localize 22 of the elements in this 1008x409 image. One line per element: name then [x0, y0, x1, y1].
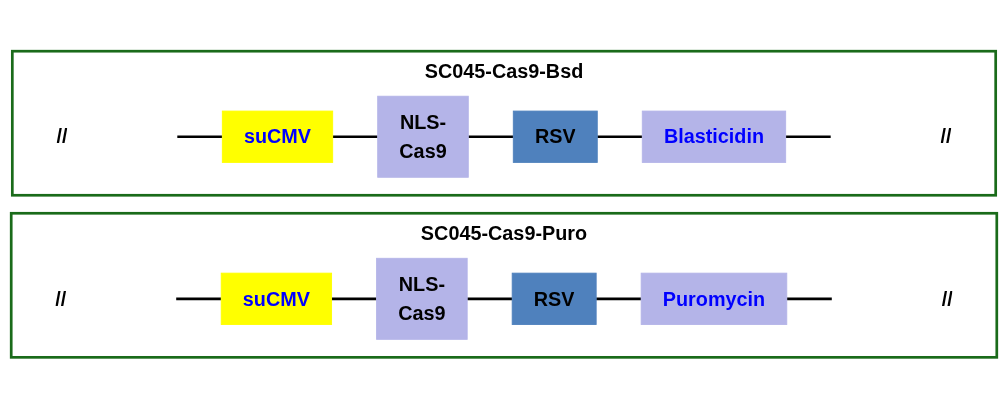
node-text: // — [56, 125, 68, 149]
node-box: NLS- Cas9 — [376, 258, 468, 340]
connector — [467, 297, 513, 301]
node-box: RSV — [512, 110, 598, 164]
connector — [332, 135, 378, 139]
node-text: // — [941, 287, 953, 311]
node-box: suCMV — [221, 110, 334, 164]
node-box: Puromycin — [640, 272, 788, 326]
connector — [785, 135, 831, 139]
connector — [177, 135, 223, 139]
node-box: NLS- Cas9 — [377, 96, 469, 178]
node-text: // — [55, 287, 67, 311]
node-box: suCMV — [220, 272, 333, 326]
connector — [786, 297, 832, 301]
connector — [597, 135, 643, 139]
connector — [596, 297, 642, 301]
connector — [468, 135, 514, 139]
connector — [331, 297, 377, 301]
node-box: RSV — [511, 272, 597, 326]
connector — [176, 297, 222, 301]
node-box: Blasticidin — [641, 110, 787, 164]
node-text: // — [940, 125, 952, 149]
